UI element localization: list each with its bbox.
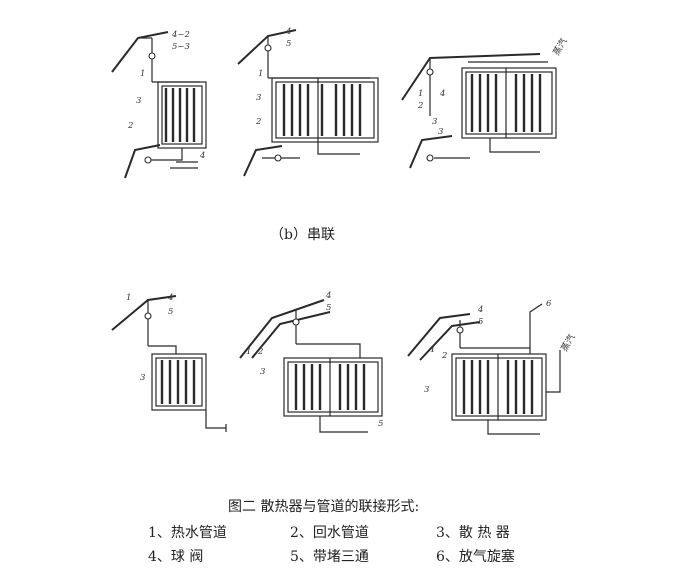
label: 5 <box>378 419 383 429</box>
label: 4 <box>477 305 483 315</box>
label: 4 <box>199 151 205 161</box>
label: 5 <box>286 39 291 49</box>
label: 2 <box>127 121 133 131</box>
ball-valve-icon <box>144 312 152 320</box>
label: 4~2 <box>171 30 190 40</box>
ball-valve-icon <box>426 154 434 162</box>
label: 3 <box>424 385 429 395</box>
label: 1 <box>430 345 435 355</box>
ball-valve-icon <box>292 318 300 326</box>
label: 4 <box>285 27 291 37</box>
diagram-parallel-steam: 蒸汽 6 4 5 1 2 3 <box>407 299 578 435</box>
ball-valve-icon <box>264 44 272 52</box>
label: 3 <box>256 93 261 103</box>
ball-valve-icon <box>426 68 434 76</box>
ball-valve-icon <box>456 326 464 334</box>
legend-item-air-vent: 6、放气旋塞 <box>436 549 515 565</box>
legend-item-radiator: 3、散 热 器 <box>436 525 510 541</box>
label: 5 <box>326 303 331 313</box>
label: 1 <box>246 347 251 357</box>
label: 3 <box>432 117 437 127</box>
label: 6 <box>546 299 552 309</box>
ball-valve-icon <box>144 156 152 164</box>
label: 1 <box>258 69 263 79</box>
ball-valve-icon <box>274 154 282 162</box>
label: 3 <box>260 367 265 377</box>
label: 2 <box>441 351 447 361</box>
label: 3 <box>140 373 145 383</box>
label: 1 <box>140 69 145 79</box>
label: 2 <box>257 347 263 357</box>
label: 4 <box>325 291 331 301</box>
legend-item-ball-valve: 4、球 阀 <box>148 549 204 565</box>
figure-title: 图二 散热器与管道的联接形式: <box>228 499 420 515</box>
label: 3 <box>438 127 443 137</box>
diagram-series-steam: 蒸汽 1 2 4 3 3 <box>401 36 570 169</box>
steam-label: 蒸汽 <box>558 332 577 354</box>
label: 5 <box>168 307 173 317</box>
top-caption: （b）串联 <box>270 227 335 243</box>
label: 1 <box>418 89 423 99</box>
label: 1 <box>126 293 131 303</box>
diagram-series-single: 4~2 5~3 1 3 2 4 <box>111 30 207 179</box>
label: 5~3 <box>172 42 190 52</box>
diagram-series-double: 4 5 1 3 2 <box>237 27 379 177</box>
diagram-parallel-single: 1 4 5 3 <box>111 293 227 432</box>
label: 5 <box>478 317 483 327</box>
ball-valve-icon <box>148 52 156 60</box>
diagram-parallel-double: 1 2 4 5 3 5 <box>239 291 383 433</box>
label: 4 <box>167 293 173 303</box>
legend-item-plugged-tee: 5、带堵三通 <box>290 549 369 565</box>
steam-label: 蒸汽 <box>550 36 569 58</box>
label: 4 <box>439 89 445 99</box>
label: 2 <box>417 101 423 111</box>
legend-item-return-pipe: 2、回水管道 <box>290 525 369 541</box>
legend-item-hot-water-pipe: 1、热水管道 <box>148 525 227 541</box>
label: 2 <box>255 117 261 127</box>
label: 3 <box>136 96 141 106</box>
